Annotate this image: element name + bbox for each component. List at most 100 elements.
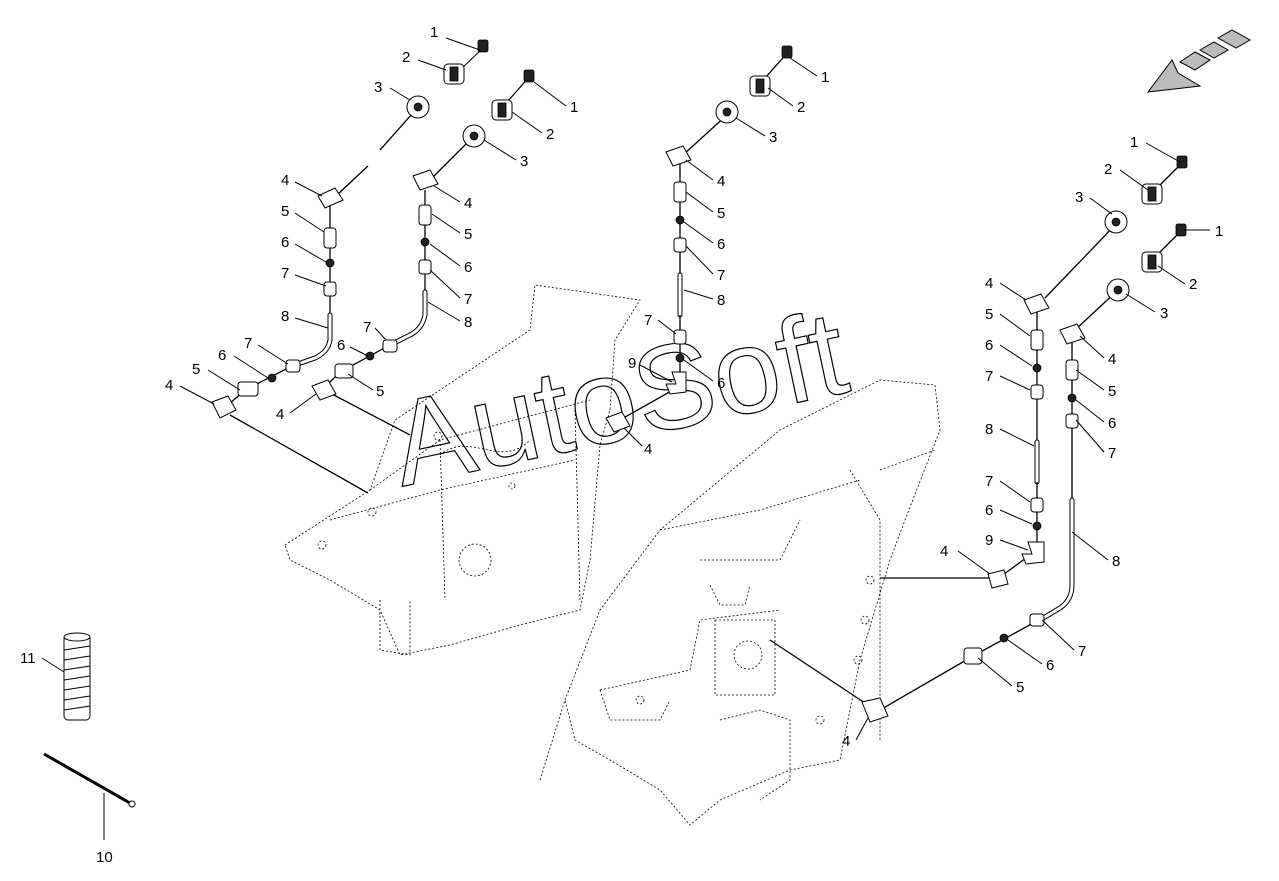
adapter-icon	[1141, 183, 1163, 205]
washer-icon	[999, 633, 1009, 643]
nut-icon	[406, 95, 430, 119]
callout-1: 1	[570, 99, 578, 116]
callout-6: 6	[985, 337, 993, 354]
callout-5: 5	[985, 306, 993, 323]
elbow-icon	[1021, 541, 1045, 565]
bracket-icon	[412, 169, 439, 191]
grease-nipple-icon	[781, 45, 793, 59]
union-icon	[418, 259, 432, 275]
callout-3: 3	[1075, 189, 1083, 206]
callout-7: 7	[717, 267, 725, 284]
callout-1: 1	[1130, 134, 1138, 151]
callout-1: 1	[1215, 223, 1223, 240]
callout-4: 4	[464, 195, 472, 212]
callout-4: 4	[842, 733, 850, 750]
callout-11: 11	[20, 650, 36, 667]
callout-6: 6	[281, 234, 289, 251]
callout-7: 7	[1078, 643, 1086, 660]
callout-6: 6	[464, 259, 472, 276]
washer-icon	[365, 351, 375, 361]
callout-7: 7	[464, 291, 472, 308]
callout-5: 5	[1108, 383, 1116, 400]
grease-nipple-icon	[523, 69, 535, 83]
callout-3: 3	[769, 129, 777, 146]
watermark-text: AutoSoft	[380, 285, 858, 512]
coupling-icon	[323, 227, 337, 249]
union-icon	[323, 281, 337, 297]
callout-9: 9	[985, 532, 993, 549]
washer-icon	[267, 373, 277, 383]
callout-4: 4	[985, 275, 993, 292]
callout-6: 6	[1108, 415, 1116, 432]
nut-icon	[715, 100, 739, 124]
callout-3: 3	[1160, 305, 1168, 322]
grease-nipple-icon	[477, 39, 489, 53]
union-icon	[382, 339, 398, 353]
callout-7: 7	[985, 473, 993, 490]
elbow-icon	[665, 371, 687, 395]
callout-7: 7	[281, 265, 289, 282]
callout-7: 7	[985, 368, 993, 385]
bracket-icon	[317, 187, 344, 209]
callout-4: 4	[276, 406, 284, 423]
coupling-icon	[1030, 329, 1044, 351]
adapter-icon	[1141, 251, 1163, 273]
callout-5: 5	[717, 205, 725, 222]
callout-2: 2	[1189, 276, 1197, 293]
callout-4: 4	[940, 543, 948, 560]
union-icon	[1030, 384, 1044, 400]
union-icon	[285, 359, 301, 373]
direction-arrow-icon	[1146, 29, 1252, 93]
callout-6: 6	[218, 347, 226, 364]
coupling-icon	[1065, 359, 1079, 381]
callout-5: 5	[192, 361, 200, 378]
callout-8: 8	[985, 421, 993, 438]
washer-icon	[675, 353, 685, 363]
nut-icon	[462, 124, 486, 148]
bracket-icon	[665, 145, 692, 167]
callout-10: 10	[96, 849, 113, 866]
callout-2: 2	[402, 49, 410, 66]
callout-7: 7	[1108, 445, 1116, 462]
spring-guard-icon	[63, 632, 91, 721]
union-icon	[673, 329, 687, 345]
bracket-icon	[311, 379, 337, 401]
nut-icon	[1106, 278, 1130, 302]
callout-4: 4	[165, 377, 173, 394]
grease-nipple-icon	[1176, 155, 1188, 169]
callout-8: 8	[1112, 553, 1120, 570]
callout-5: 5	[281, 203, 289, 220]
coupling-icon	[237, 381, 259, 397]
adapter-icon	[443, 63, 465, 85]
callout-2: 2	[1104, 161, 1112, 178]
callout-5: 5	[376, 383, 384, 400]
bracket-icon	[1023, 293, 1050, 315]
bracket-icon	[861, 697, 889, 723]
coupling-icon	[418, 204, 432, 226]
callout-2: 2	[546, 126, 554, 143]
callout-1: 1	[430, 24, 438, 41]
union-icon	[1029, 613, 1045, 627]
callout-8: 8	[717, 292, 725, 309]
callout-4: 4	[717, 173, 725, 190]
fittings	[43, 39, 1188, 808]
callout-6: 6	[717, 375, 725, 392]
leader-lines	[41, 37, 1210, 840]
callout-6: 6	[337, 337, 345, 354]
machine-frame-right	[539, 379, 941, 826]
washer-icon	[325, 258, 335, 268]
bracket-icon	[987, 569, 1009, 589]
callout-3: 3	[374, 79, 382, 96]
nut-icon	[1104, 210, 1128, 234]
callout-9: 9	[628, 355, 636, 372]
callout-labels: 1 2 3 4 5 6 7 8 7 6 5 4 1 2 3 4 5 6 7 8 …	[20, 24, 1223, 866]
callout-7: 7	[644, 312, 652, 329]
union-icon	[1030, 497, 1044, 513]
washer-icon	[675, 215, 685, 225]
callout-4: 4	[644, 441, 652, 458]
callout-6: 6	[1046, 657, 1054, 674]
callout-1: 1	[821, 69, 829, 86]
adapter-icon	[491, 99, 513, 121]
bracket-icon	[605, 411, 631, 433]
callout-8: 8	[464, 314, 472, 331]
